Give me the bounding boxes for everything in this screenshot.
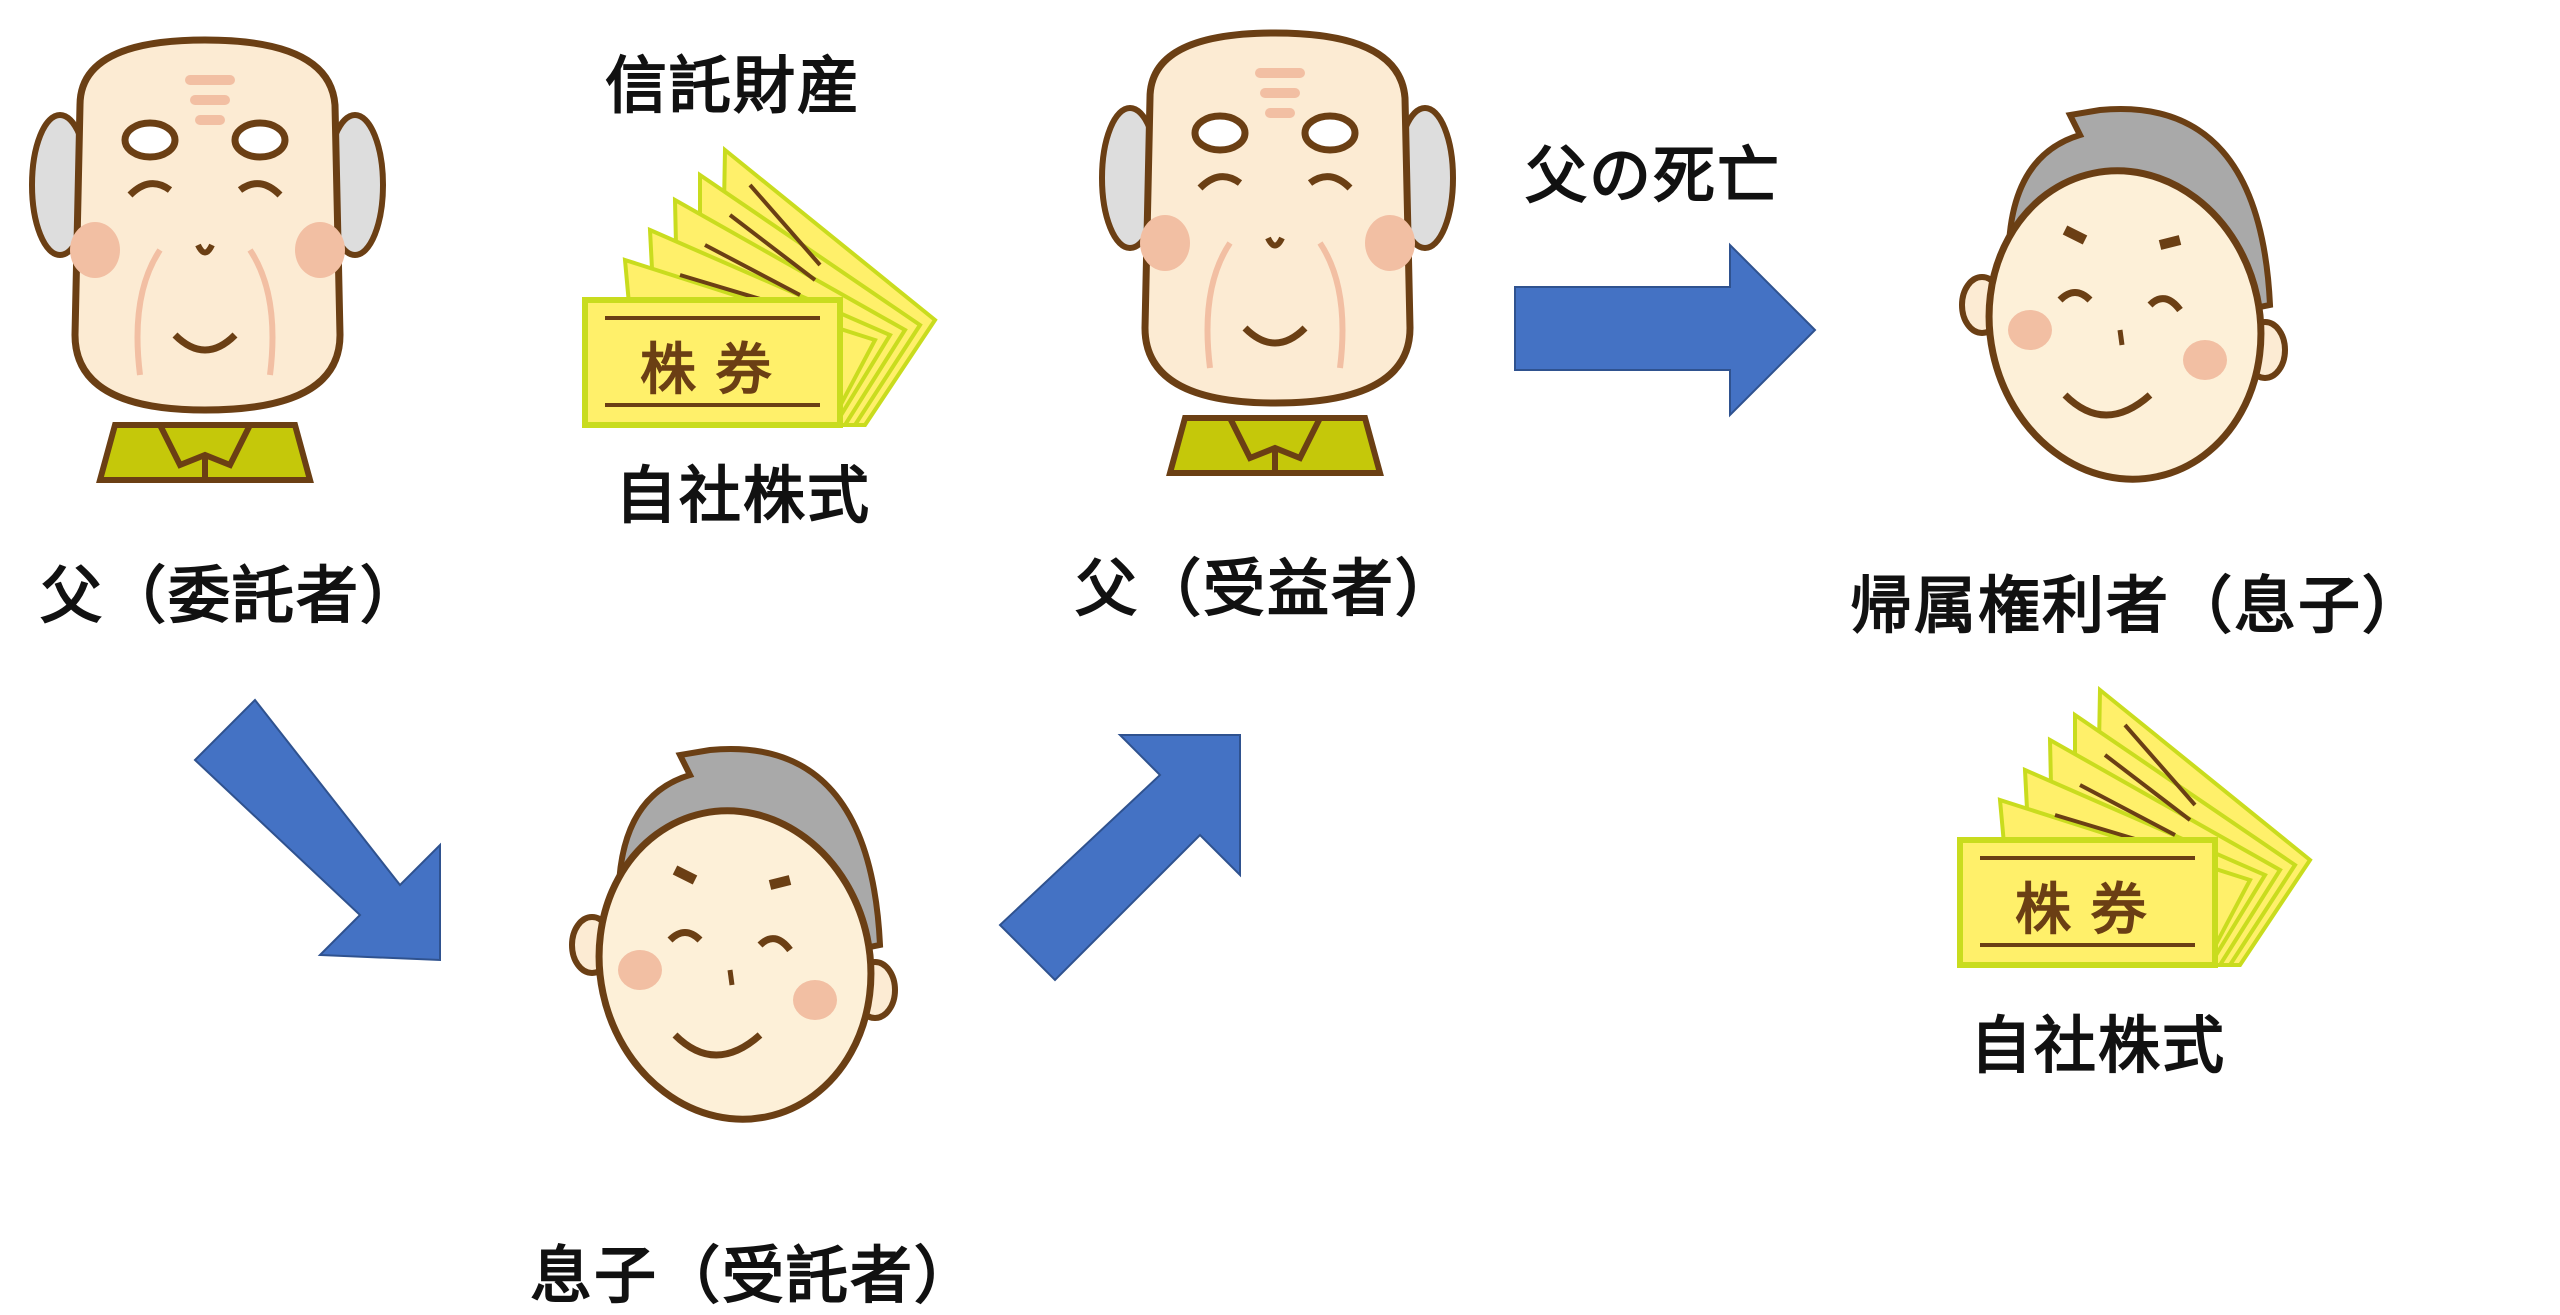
trust-property-certificates bbox=[582, 145, 938, 428]
arrow-down-right-icon bbox=[193, 698, 441, 962]
son-face-icon bbox=[1959, 106, 2288, 483]
residual-owner-label: 帰属権利者（息子） bbox=[1850, 569, 2427, 642]
trustee-label: 息子（受託者） bbox=[530, 1239, 979, 1312]
event-label: 父の死亡 bbox=[1525, 139, 1782, 212]
son-face-icon bbox=[569, 746, 898, 1123]
elderly-man-icon bbox=[29, 36, 386, 483]
trust-property-title: 信託財産 bbox=[605, 49, 862, 122]
residual-property-label: 自社株式 bbox=[1970, 1009, 2227, 1082]
settlor-figure bbox=[29, 36, 386, 483]
arrow-right-icon bbox=[1514, 242, 1817, 418]
beneficiary-label: 父（受益者） bbox=[1075, 552, 1460, 625]
trust-property-label: 自社株式 bbox=[615, 459, 872, 532]
stock-certificate-icon bbox=[582, 145, 938, 428]
elderly-man-icon bbox=[1099, 29, 1456, 476]
arrow-to-trustee bbox=[193, 698, 441, 962]
residual-certificate-text: 株 券 bbox=[2015, 878, 2147, 943]
beneficiary-figure bbox=[1099, 29, 1456, 476]
stock-certificate-icon bbox=[1957, 685, 2313, 968]
arrow-up-right-icon bbox=[998, 734, 1241, 982]
settlor-label: 父（委託者） bbox=[40, 559, 425, 632]
certificate-text: 株 券 bbox=[640, 338, 772, 403]
arrow-to-beneficiary bbox=[998, 734, 1241, 982]
arrow-to-residual-owner bbox=[1514, 242, 1817, 418]
trustee-figure bbox=[569, 746, 898, 1123]
residual-property-certificates bbox=[1957, 685, 2313, 968]
residual-owner-figure bbox=[1959, 106, 2288, 483]
